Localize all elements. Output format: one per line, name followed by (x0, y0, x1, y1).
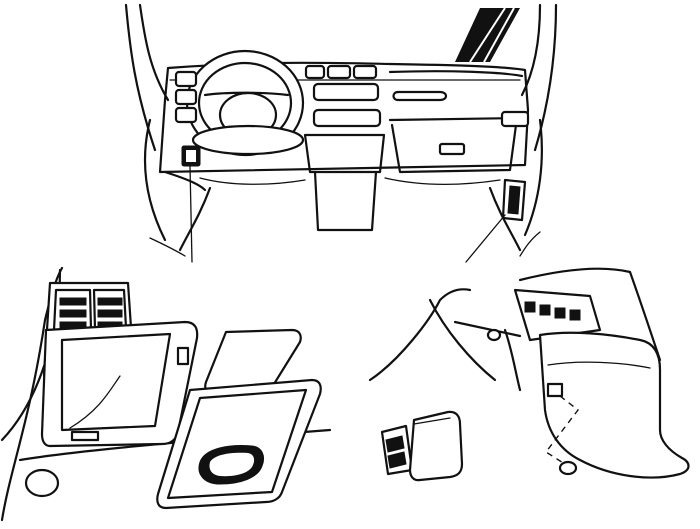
mounting-screw (486, 328, 502, 342)
lower-dash (149, 170, 541, 257)
center-console (303, 64, 386, 232)
relay-unit-small (380, 424, 414, 476)
windshield-frame (124, 3, 558, 242)
fastener-hole (24, 468, 60, 498)
windshield-glare (455, 7, 520, 63)
relay-box-detail (368, 267, 690, 482)
cover-latch (70, 430, 100, 442)
passenger-relay-location (465, 178, 527, 263)
relay-bracket (453, 288, 602, 392)
fastener-path (544, 395, 579, 467)
body-outline (368, 288, 472, 382)
fuse-box-detail (0, 266, 332, 522)
trim-fastener (558, 460, 578, 476)
trim-panel (538, 331, 690, 479)
relay-unit-large (408, 410, 464, 482)
passenger-dash (388, 70, 530, 174)
dashboard-overview (124, 3, 558, 263)
glove-box-handle (438, 142, 466, 156)
glove-box-panel (156, 378, 322, 510)
left-vents (174, 70, 198, 124)
trim-clip (546, 382, 564, 398)
steering-wheel (185, 49, 305, 157)
driver-fuse-location (181, 145, 201, 263)
